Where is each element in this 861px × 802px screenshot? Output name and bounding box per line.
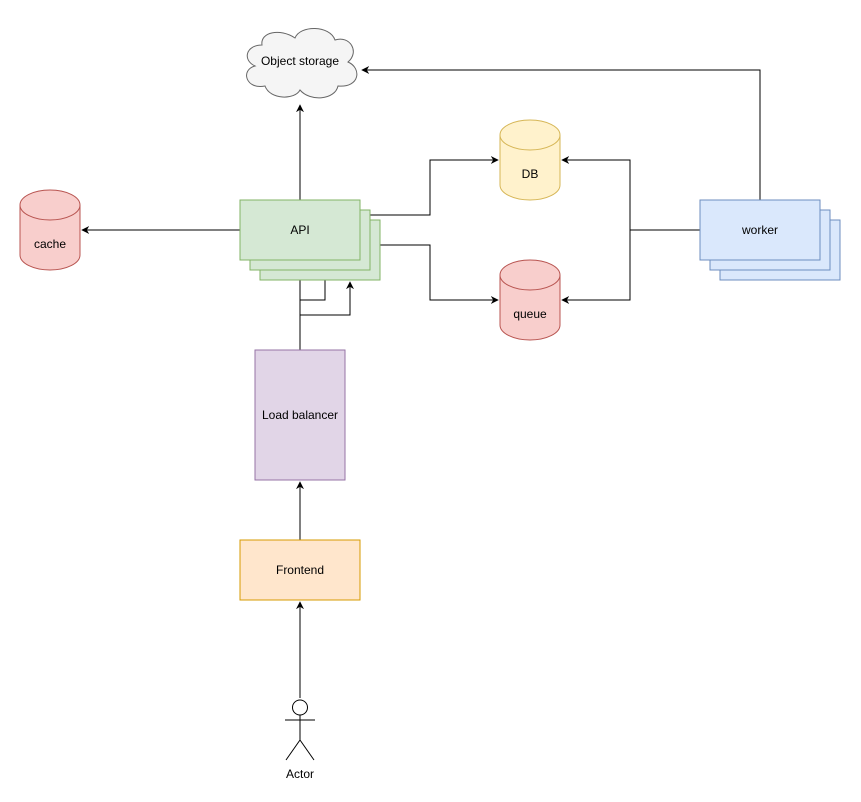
actor-icon xyxy=(285,699,315,761)
load-balancer-label: Load balancer xyxy=(262,408,338,422)
node-db[interactable]: DB xyxy=(499,119,561,201)
edge-lb-to-api-3 xyxy=(300,281,354,316)
node-api[interactable]: API xyxy=(239,199,381,281)
cache-label: cache xyxy=(34,237,66,251)
edge-worker-to-queue xyxy=(561,230,631,304)
edges xyxy=(81,66,761,698)
db-cylinder-rim xyxy=(499,134,561,151)
node-frontend[interactable]: Frontend xyxy=(239,539,361,601)
worker-label: worker xyxy=(741,223,778,237)
edge-api-to-db xyxy=(360,156,499,216)
cache-cylinder-rim xyxy=(19,204,81,221)
node-cache[interactable]: cache xyxy=(19,189,81,271)
api-stack-front xyxy=(239,199,361,261)
db-label: DB xyxy=(522,167,539,181)
node-worker[interactable]: worker xyxy=(699,199,841,281)
worker-stack-front xyxy=(699,199,821,261)
edge-worker-to-db xyxy=(561,156,700,231)
cache-cylinder-body xyxy=(19,189,81,271)
node-object-storage[interactable]: Object storage xyxy=(246,28,358,99)
frontend-label: Frontend xyxy=(276,563,324,577)
queue-label: queue xyxy=(513,307,547,321)
edge-api-to-queue xyxy=(360,244,499,304)
node-load-balancer[interactable]: Load balancer xyxy=(254,349,346,481)
actor-label: Actor xyxy=(286,767,314,781)
node-actor[interactable]: Actor xyxy=(285,699,315,781)
cloud-shape xyxy=(246,28,358,99)
object-storage-label: Object storage xyxy=(261,54,339,68)
load-balancer-box xyxy=(254,349,346,481)
db-cylinder-body xyxy=(499,119,561,201)
queue-cylinder-body xyxy=(499,259,561,341)
frontend-box xyxy=(239,539,361,601)
queue-cylinder-rim xyxy=(499,274,561,291)
edge-worker-to-object-storage xyxy=(361,66,761,200)
node-queue[interactable]: queue xyxy=(499,259,561,341)
api-label: API xyxy=(290,223,309,237)
